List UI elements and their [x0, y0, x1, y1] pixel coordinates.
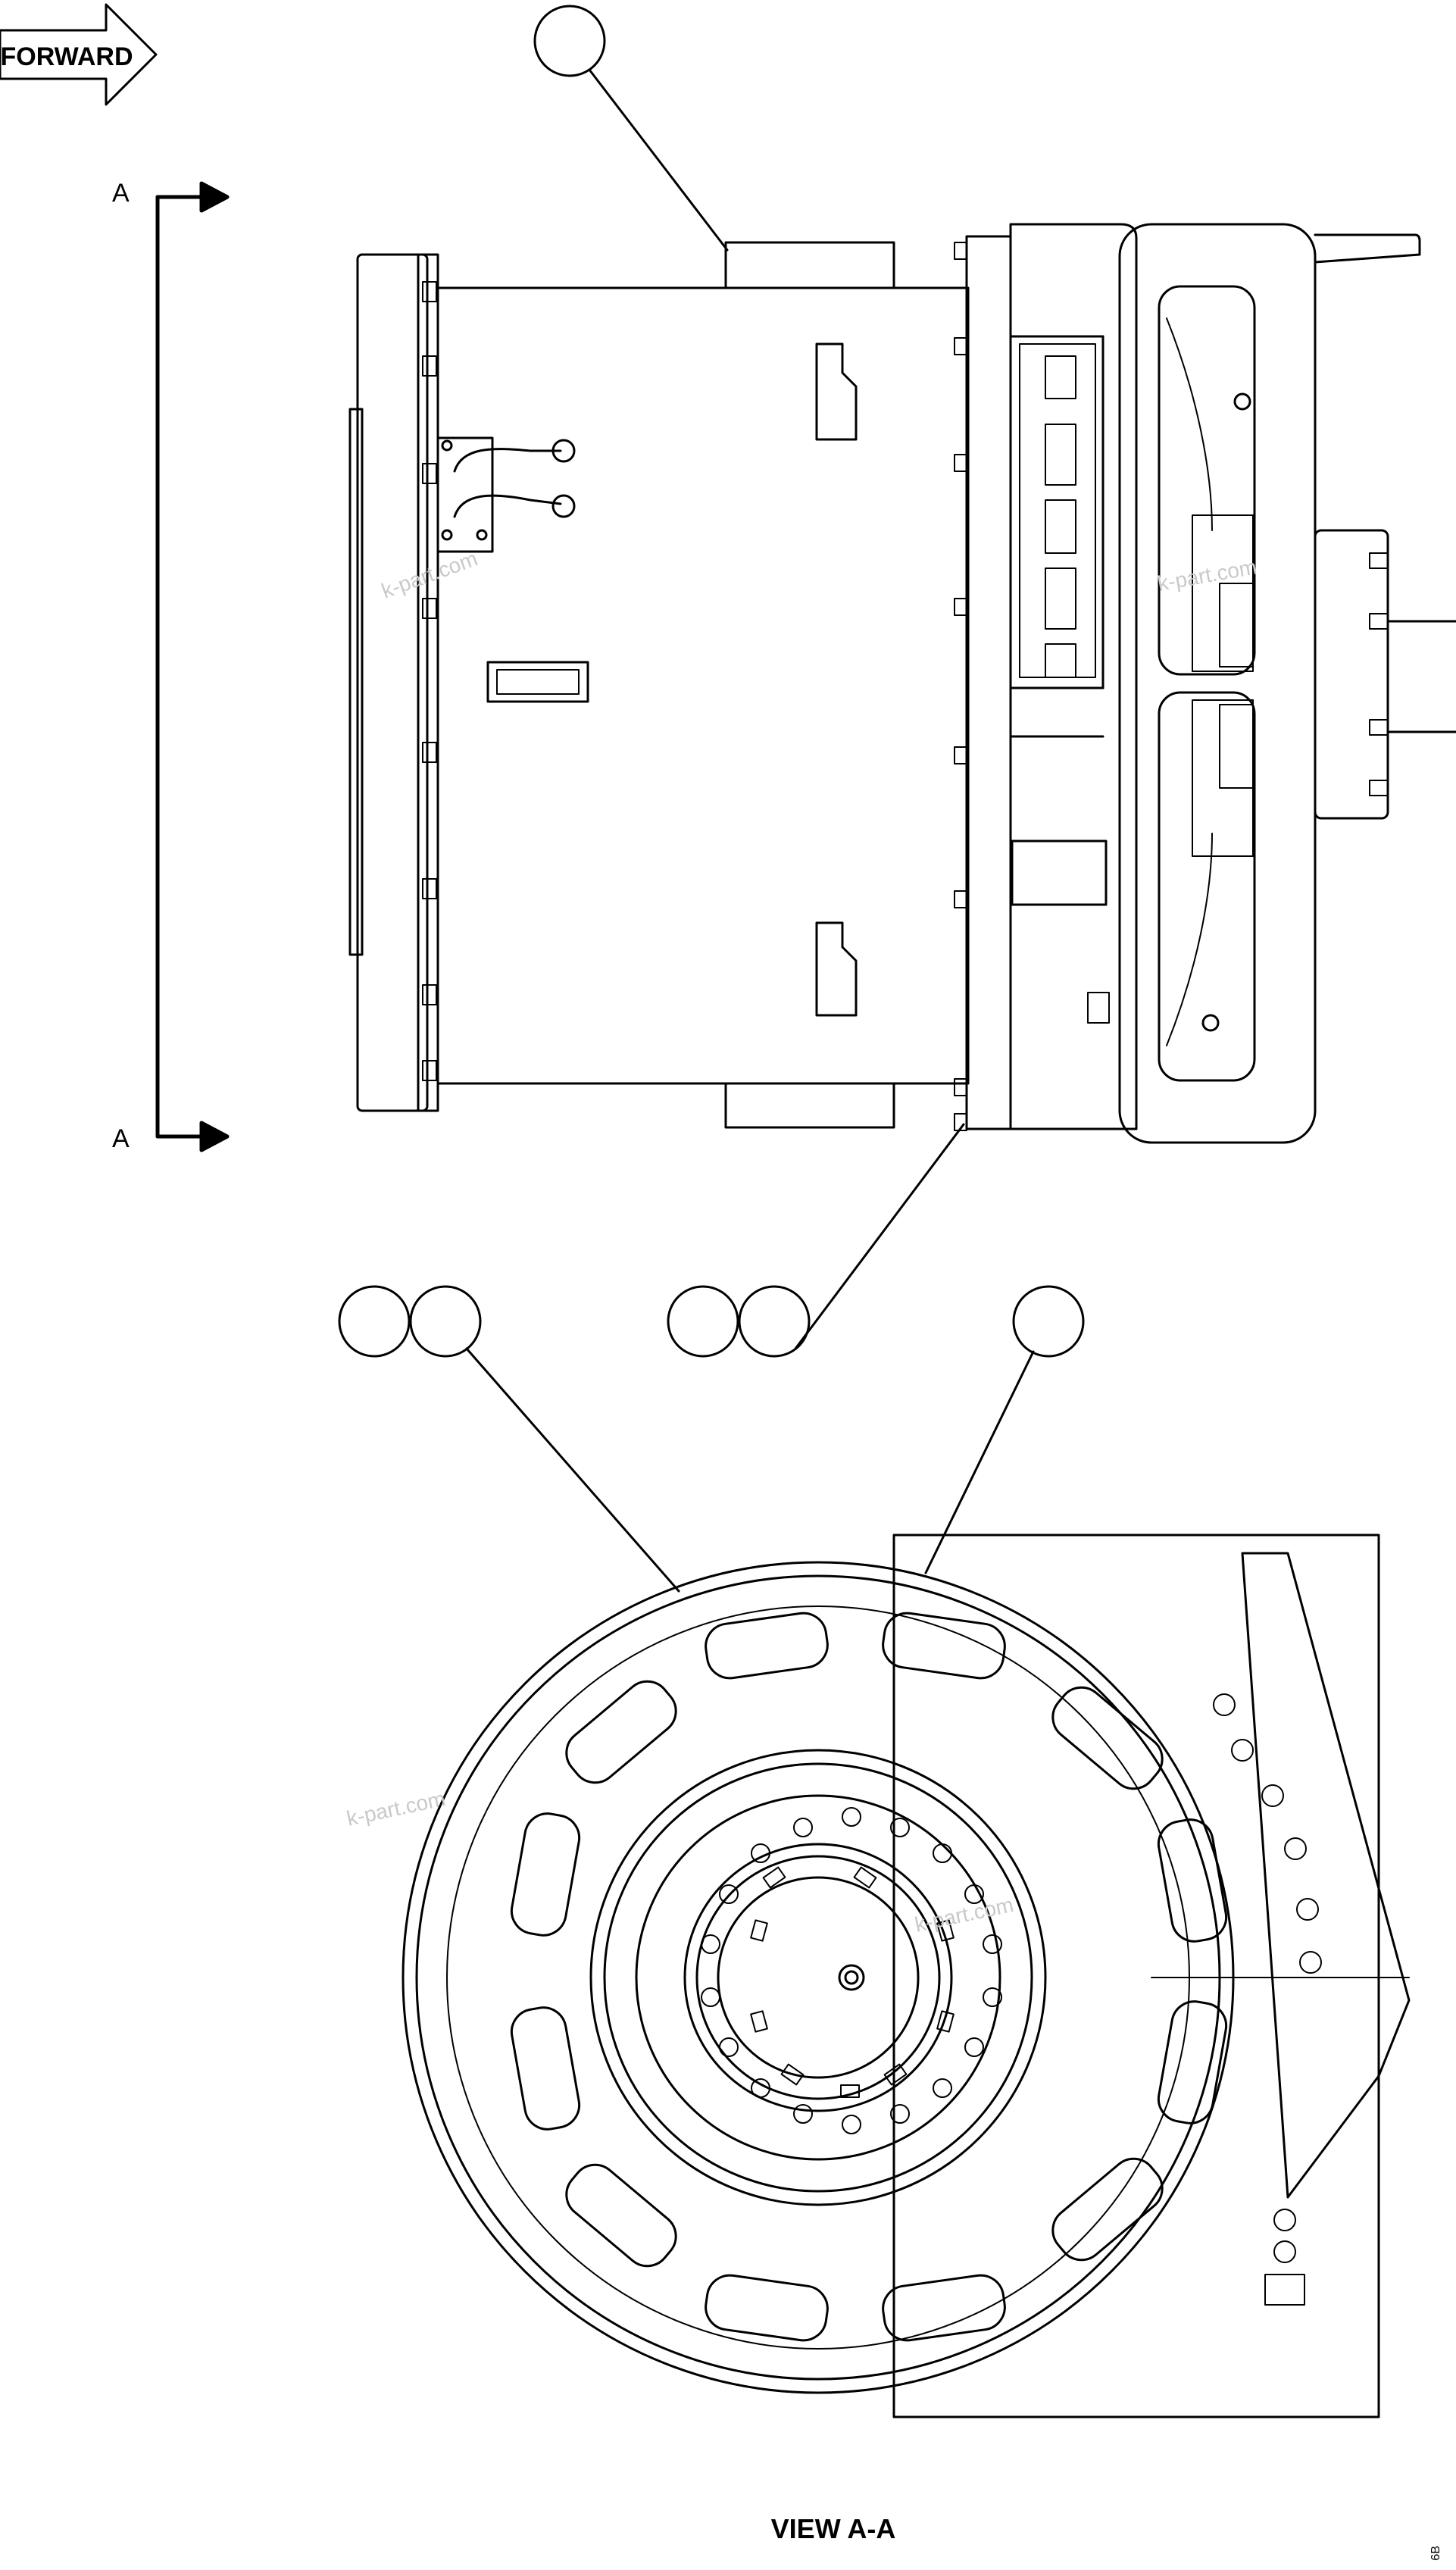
section-line-a-a [155, 181, 230, 1152]
hose-fittings [436, 436, 576, 553]
watermark: k-part.com [1156, 555, 1259, 595]
flange-bolts-left [422, 281, 437, 1081]
leader-lines [465, 68, 1035, 1593]
callout-balloon [533, 5, 606, 77]
callout-balloon [338, 1285, 411, 1358]
forward-label: FORWARD [0, 42, 133, 71]
watermark: k-part.com [913, 1893, 1016, 1937]
center-hub [838, 1964, 865, 1991]
lift-lug-bottom [815, 921, 858, 1017]
forward-arrow [0, 3, 158, 106]
callout-balloon [667, 1285, 739, 1358]
callout-balloon [1012, 1285, 1085, 1358]
side-view-assembly [348, 223, 1456, 1144]
outer-ring [401, 1561, 1235, 2394]
bracket-bolts [1213, 1693, 1322, 2306]
inner-ring [589, 1749, 1047, 2206]
nameplate [486, 661, 589, 703]
callout-balloon [409, 1285, 482, 1358]
view-caption: VIEW A-A [771, 2513, 896, 2544]
shaft-housing [1314, 529, 1456, 820]
view-a-a-assembly [401, 1534, 1411, 2418]
clamp-segments [510, 1612, 1228, 2342]
sheet-code: 6B [1429, 2546, 1442, 2561]
hub-teeth [750, 1866, 955, 2098]
callout-balloon [738, 1285, 811, 1358]
callout-balloons [338, 5, 1085, 1358]
section-mark-bottom: A [112, 1124, 130, 1153]
flange-bolts-right [954, 242, 967, 1131]
mounting-frame [1118, 223, 1421, 1144]
coupling-housing [1009, 223, 1138, 1130]
bolt-circle-inner [701, 1807, 1002, 2134]
watermark: k-part.com [378, 546, 480, 602]
section-mark-top: A [112, 179, 130, 208]
side-bracket [892, 1534, 1380, 2418]
lift-lug-top [815, 342, 858, 441]
